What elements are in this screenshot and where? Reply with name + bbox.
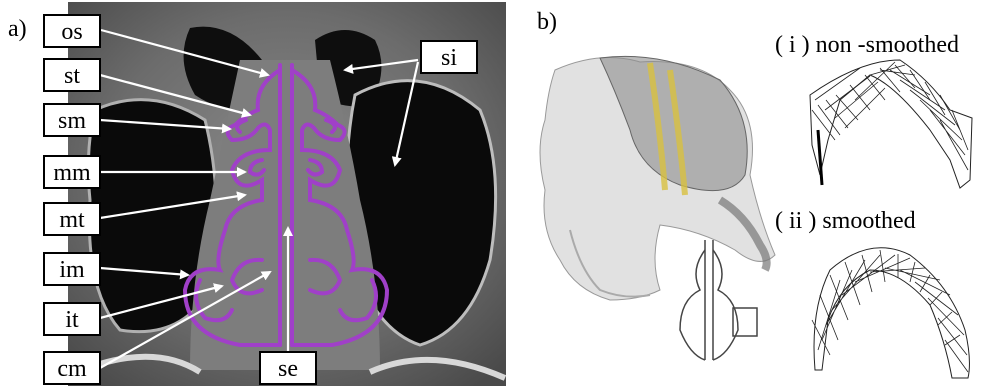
- mesh-non-smoothed: [810, 60, 972, 188]
- nasal-3d-model: [540, 56, 775, 360]
- label-st: st: [43, 58, 101, 92]
- label-se: se: [259, 351, 317, 385]
- label-mt: mt: [43, 202, 101, 236]
- caption-non-smoothed: ( i ) non -smoothed: [775, 32, 959, 58]
- caption-smoothed: ( ii ) smoothed: [775, 208, 916, 234]
- label-mm: mm: [43, 155, 101, 189]
- label-os: os: [43, 14, 101, 48]
- label-sm: sm: [43, 103, 101, 137]
- label-si: si: [420, 40, 478, 74]
- label-it: it: [43, 302, 101, 336]
- label-cm: cm: [43, 351, 101, 385]
- mesh-smoothed: [812, 248, 969, 378]
- label-im: im: [43, 252, 101, 286]
